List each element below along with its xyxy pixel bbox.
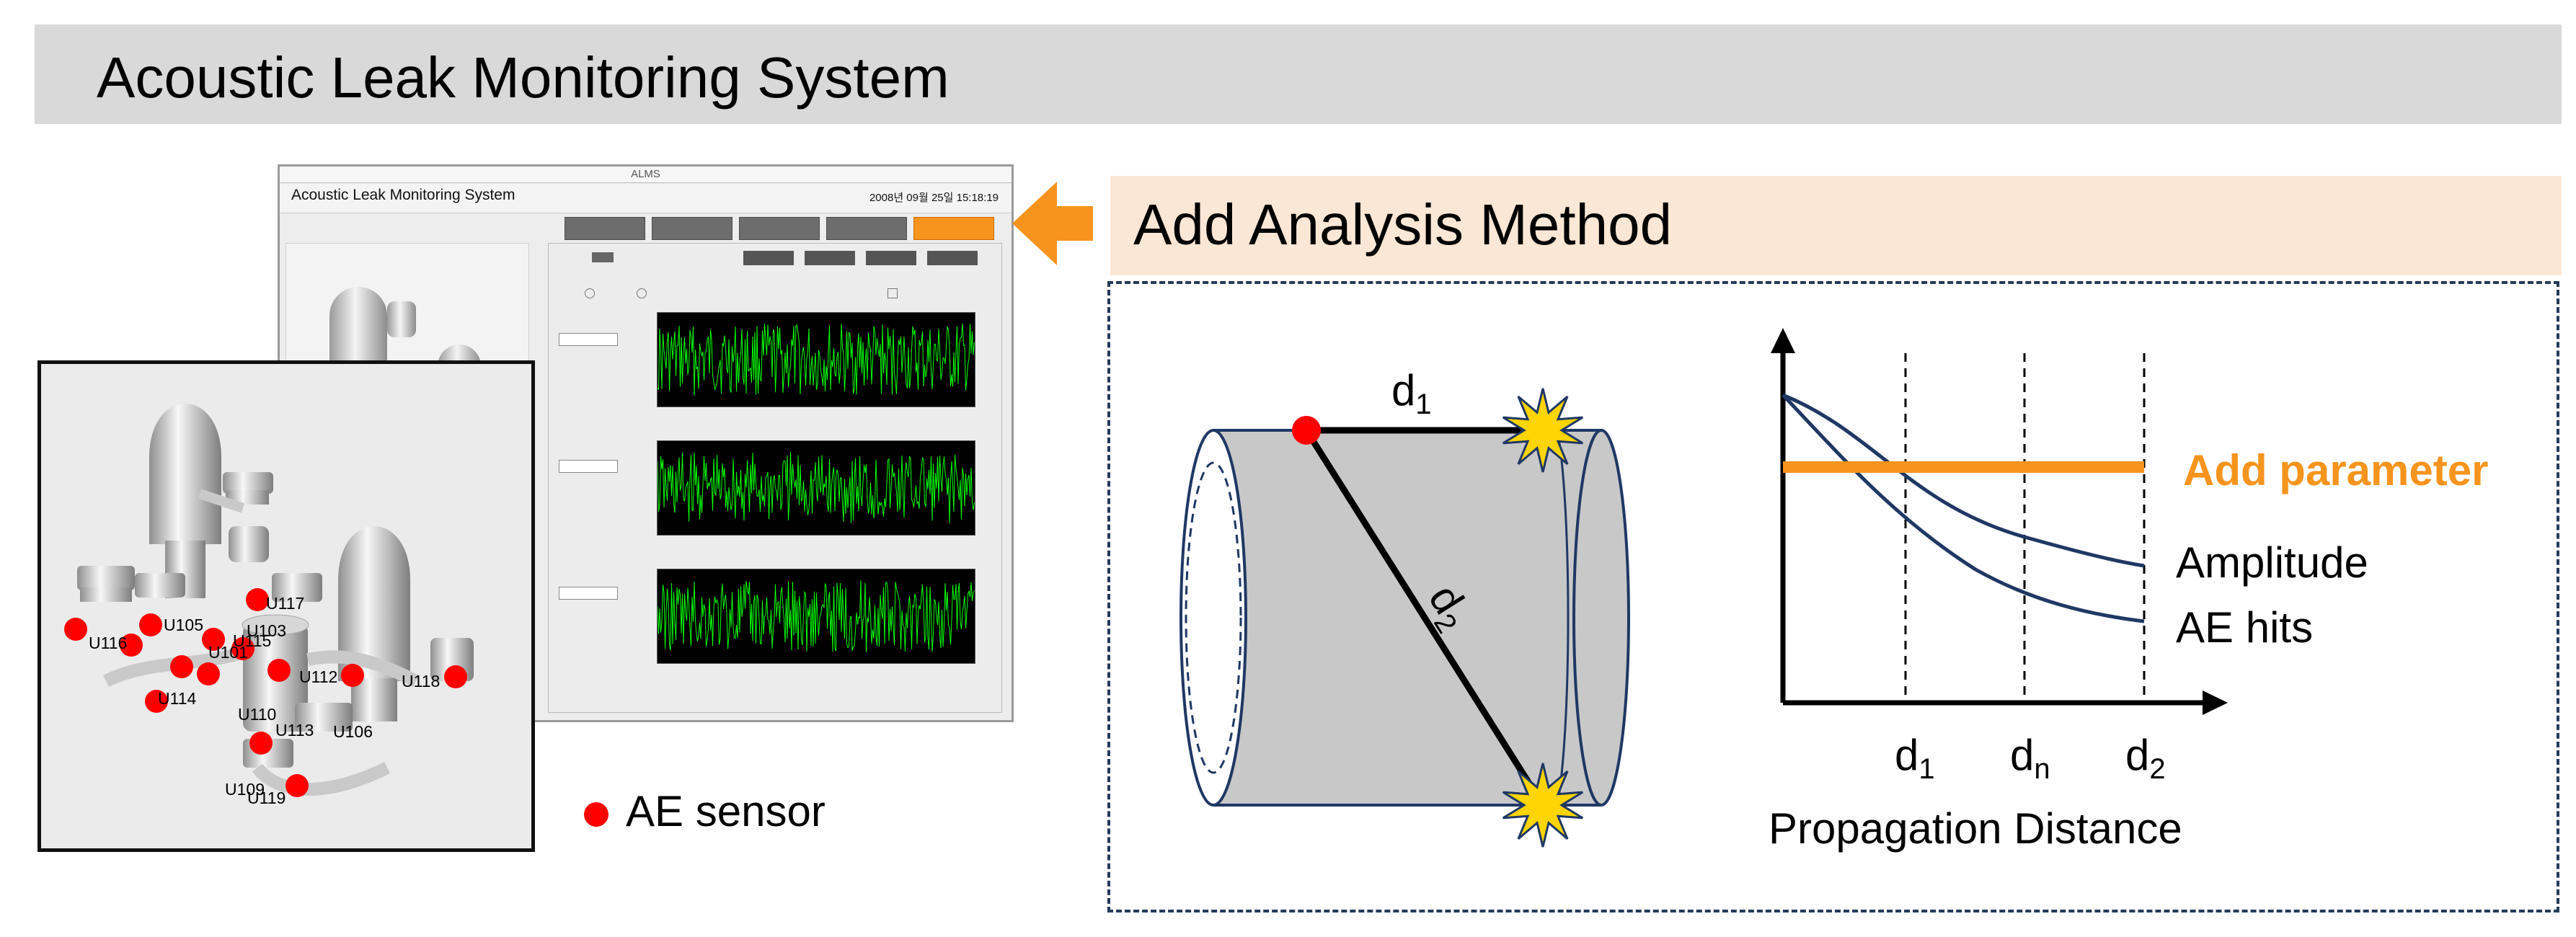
channel-select-3[interactable] [559,587,618,600]
sensor-label: U115 [233,631,271,650]
series-label-amplitude: Amplitude [2176,538,2368,587]
toolbar-button-3[interactable] [866,251,916,265]
radio-option-1[interactable] [585,288,595,298]
x-axis-label: Propagation Distance [1769,804,2182,853]
pipe-label-d1: d1 [1391,366,1432,420]
sensor-label: U119 [247,789,286,807]
sensor-dot [249,732,273,755]
sensor-dot [246,588,269,611]
sensor-label: U113 [275,721,314,740]
method-title-bar: Add Analysis Method [1110,176,2562,275]
sensor-dot [341,664,364,687]
app-datetime: 2008년 09월 25일 15:18:19 [869,192,999,204]
sensor-dot [170,655,193,678]
sensor-label: U105 [164,616,203,634]
sensor-dot [231,637,254,660]
sensor-dot [286,774,309,797]
sensor-label: U109 [225,780,265,799]
app-header: Acoustic Leak Monitoring System 2008년 09… [280,184,1012,213]
toolbar-button-1[interactable] [743,251,794,265]
sensor-label: U106 [333,722,373,741]
auto-scale-checkbox[interactable] [888,288,898,298]
sensor-label: U118 [402,672,440,690]
channel-select-1[interactable] [559,333,618,346]
channel-select-2[interactable] [559,460,618,473]
app-menu-button-3[interactable] [739,217,820,240]
ae-sensor-legend-label: AE sensor [626,787,826,835]
sensor-dot [197,662,220,685]
toolbar-button-2[interactable] [805,251,855,265]
series-ae-hits-curve [1781,394,2145,623]
sensor-label: U112 [299,667,337,686]
waveform-trace [657,324,975,396]
ae-sensor-legend-dot [584,802,608,827]
series-label-ae-hits: AE hits [2176,603,2313,652]
waveform-trace [657,580,975,652]
leak-source-icon-top [1502,388,1583,473]
sensor-label: U110 [238,705,276,724]
x-tick-dn: dn [2010,731,2050,785]
waveform-1 [657,324,975,396]
path-d2 [1304,428,1546,807]
app-menu-button-2[interactable] [652,217,732,240]
add-parameter-label: Add parameter [2183,446,2488,494]
sensor-label: U101 [208,643,248,662]
page-title: Acoustic Leak Monitoring System [97,45,950,110]
series-amplitude-curve [1782,393,2145,568]
method-title: Add Analysis Method [1133,192,1673,257]
orange-arrow-icon [1012,182,1093,265]
analysis-diagram-box [1107,281,2559,912]
toolbar-button-4[interactable] [927,251,978,265]
waveform-2 [657,452,975,524]
sensor-label: U114 [158,689,196,708]
sensor-dot [64,618,87,641]
waveform-trace [657,452,975,524]
sensor-dot [267,659,291,682]
x-axis-arrowhead [2203,690,2228,715]
app-name: Acoustic Leak Monitoring System [291,187,515,203]
ae-sensor-dot [1292,416,1321,445]
app-menu-button-5-active[interactable] [913,217,994,240]
y-axis-arrowhead [1771,328,1795,353]
title-bar: Acoustic Leak Monitoring System [35,25,2562,124]
radio-option-2[interactable] [637,288,647,298]
sensor-label: U116 [89,634,127,652]
app-menu-button-4[interactable] [826,217,907,240]
sensor-label: U103 [247,621,286,640]
app-window-titlebar: ALMS [280,166,1012,183]
pipe-body [1213,430,1601,805]
leak-source-icon-bottom [1502,763,1583,848]
sensor-dot [444,665,467,688]
sensor-dots [64,588,467,797]
app-waveform-panel [548,243,1002,713]
pipe-far-end [1572,429,1630,807]
x-tick-d2: d2 [2125,731,2166,785]
sensor-dot [145,690,168,713]
attenuation-plot: Add parameter Amplitude AE hits d1 dn d2… [1769,328,2488,853]
app-menu-button-1[interactable] [565,217,645,240]
x-tick-d1: d1 [1895,731,1935,785]
waveform-plot-2 [657,440,975,536]
waveform-plot-3 [657,569,975,664]
sensor-dot [202,628,225,651]
toolbar-icon [592,252,614,262]
pipe-diagram: d1 d2 [1179,366,1630,848]
sensor-dot [120,634,143,657]
waveform-3 [657,580,975,652]
sensor-label: U117 [266,594,304,613]
sensor-dot [139,613,162,636]
waveform-plot-1 [657,312,975,407]
